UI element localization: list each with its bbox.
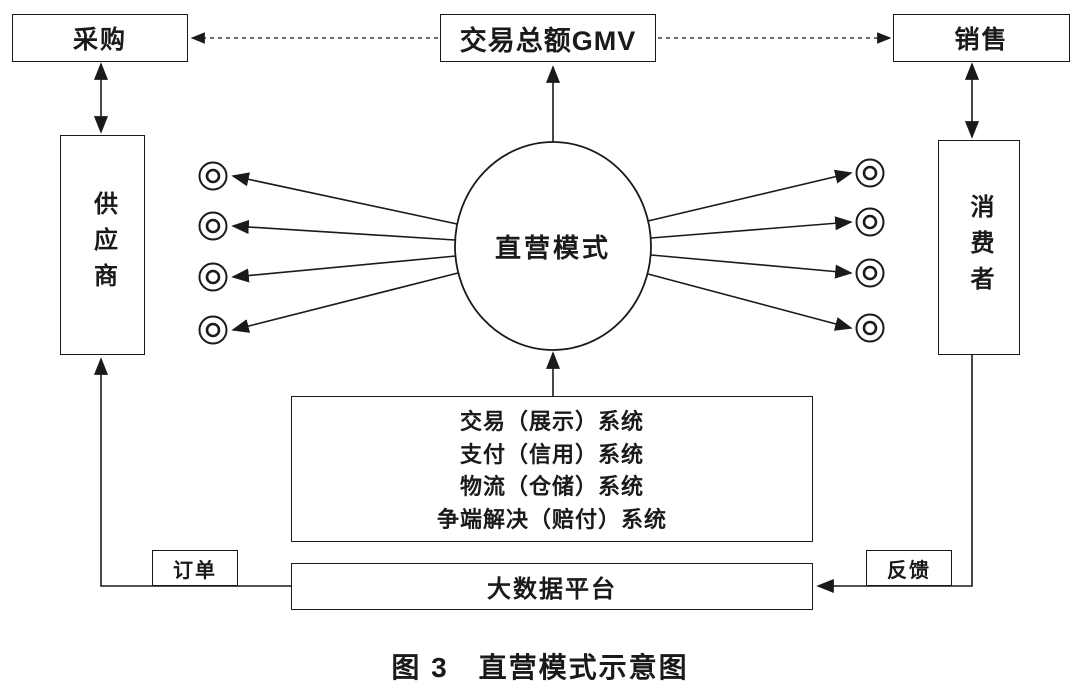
bullseye-icons-right xyxy=(855,158,885,343)
arrow-bigdata-to-supplier xyxy=(93,357,291,587)
fan-arrows-right xyxy=(647,169,853,331)
node-bigdata-label: 大数据平台 xyxy=(487,576,617,603)
bullseye-icon xyxy=(855,258,885,288)
bullseye-icon xyxy=(198,262,228,292)
node-sales-label: 销售 xyxy=(954,26,1009,54)
node-gmv: 交易总额GMV xyxy=(440,14,656,62)
figure-caption: 图 3 直营模式示意图 xyxy=(391,652,689,683)
node-systems: 交易（展示）系统 支付（信用）系统 物流（仓储）系统 争端解决（赔付）系统 xyxy=(291,396,813,542)
node-consumer: 消费者 xyxy=(938,140,1020,355)
bullseye-icon xyxy=(855,207,885,237)
bullseye-icon xyxy=(198,161,228,191)
node-sales: 销售 xyxy=(893,14,1070,62)
node-order: 订单 xyxy=(152,550,238,586)
node-gmv-label: 交易总额GMV xyxy=(459,25,637,56)
bullseye-icons-left xyxy=(198,161,228,345)
bullseye-icon xyxy=(198,211,228,241)
bullseye-icon xyxy=(855,313,885,343)
node-feedback: 反馈 xyxy=(866,550,952,586)
node-supplier-label: 供应商 xyxy=(89,191,117,299)
systems-line: 物流（仓储）系统 xyxy=(459,474,644,500)
node-supplier: 供应商 xyxy=(60,135,145,355)
node-center-label: 直营模式 xyxy=(494,232,611,263)
systems-line: 支付（信用）系统 xyxy=(459,441,644,467)
arrow-consumer-to-bigdata xyxy=(816,355,973,594)
bullseye-icon xyxy=(855,158,885,188)
bullseye-icon xyxy=(198,315,228,345)
node-bigdata: 大数据平台 xyxy=(291,563,813,610)
node-consumer-label: 消费者 xyxy=(966,193,993,302)
node-procurement: 采购 xyxy=(12,14,188,62)
node-order-label: 订单 xyxy=(173,559,217,582)
center-circle xyxy=(454,141,652,351)
fan-arrows-left xyxy=(231,172,459,333)
systems-line: 争端解决（赔付）系统 xyxy=(436,507,667,533)
node-feedback-label: 反馈 xyxy=(887,559,931,582)
node-procurement-label: 采购 xyxy=(72,26,127,54)
systems-line: 交易（展示）系统 xyxy=(459,408,644,434)
